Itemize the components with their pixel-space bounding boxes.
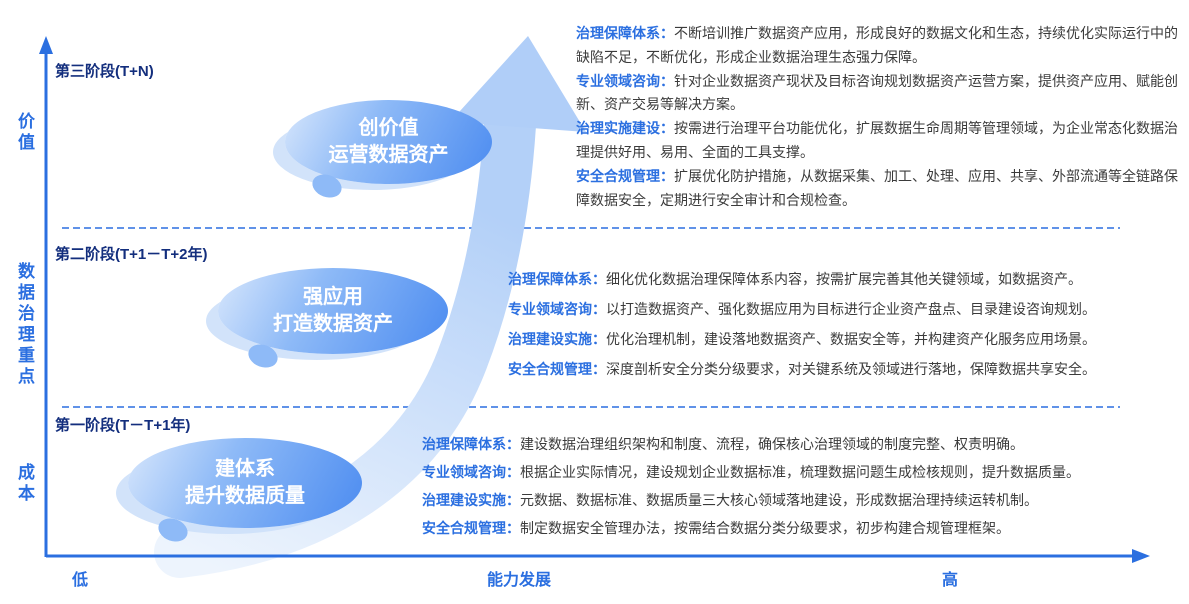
- item-desc: 扩展优化防护措施，从数据采集、加工、处理、应用、共享、外部流通等全链路保障数据安…: [576, 167, 1178, 208]
- x-axis-arrow-icon: [1132, 549, 1150, 563]
- x-axis-label-center: 能力发展: [487, 572, 552, 589]
- item-label: 安全合规管理：: [422, 520, 520, 536]
- stage1-label: 第一阶段(T－T+1年): [55, 417, 191, 434]
- bubble-subtitle: 提升数据质量: [185, 485, 305, 507]
- description-item: 治理实施建设：按需进行治理平台功能优化，扩展数据生命周期等管理领域，为企业常态化…: [576, 117, 1180, 165]
- bubble-subtitle: 打造数据资产: [273, 313, 393, 335]
- bubble-title: 建体系: [215, 458, 275, 480]
- item-desc: 根据企业实际情况，建设规划企业数据标准，梳理数据问题生成检核规则，提升数据质量。: [520, 464, 1080, 480]
- item-label: 治理保障体系：: [576, 25, 674, 41]
- y-axis-arrow-icon: [39, 36, 53, 54]
- description-item: 安全合规管理：扩展优化防护措施，从数据采集、加工、处理、应用、共享、外部流通等全…: [576, 165, 1180, 213]
- item-label: 专业领域咨询：: [576, 72, 674, 89]
- description-item: 安全合规管理：制定数据安全管理办法，按需结合数据分类分级要求，初步构建合规管理框…: [422, 514, 1122, 542]
- description-item: 治理保障体系：建设数据治理组织架构和制度、流程，确保核心治理领域的制度完整、权责…: [422, 430, 1122, 458]
- description-item: 治理建设实施：元数据、数据标准、数据质量三大核心领域落地建设，形成数据治理持续运…: [422, 486, 1122, 514]
- item-label: 专业领域咨询：: [422, 464, 520, 480]
- item-desc: 元数据、数据标准、数据质量三大核心领域落地建设，形成数据治理持续运转机制。: [520, 492, 1038, 508]
- item-label: 治理保障体系：: [508, 271, 606, 287]
- item-label: 专业领域咨询：: [508, 300, 606, 317]
- stage2-label: 第二阶段(T+1－T+2年): [55, 246, 208, 263]
- item-desc: 制定数据安全管理办法，按需结合数据分类分级要求，初步构建合规管理框架。: [520, 520, 1010, 536]
- y-axis-label-governance-focus: 数据治理重点: [15, 262, 34, 388]
- stage1-description-block: 治理保障体系：建设数据治理组织架构和制度、流程，确保核心治理领域的制度完整、权责…: [422, 430, 1122, 542]
- growth-arrow-head-icon: [450, 36, 586, 132]
- stage1-bubble: 建体系 提升数据质量: [128, 438, 362, 546]
- bubble-title: 创价值: [358, 117, 419, 139]
- item-label: 治理建设实施：: [422, 492, 520, 508]
- item-desc: 不断培训推广数据资产应用，形成良好的数据文化和生态，持续优化实际运行中的缺陷不足…: [576, 25, 1178, 65]
- item-desc: 细化优化数据治理保障体系内容，按需扩展完善其他关键领域，如数据资产。: [606, 271, 1082, 287]
- description-item: 治理保障体系：不断培训推广数据资产应用，形成良好的数据文化和生态，持续优化实际运…: [576, 22, 1180, 70]
- description-item: 治理保障体系：细化优化数据治理保障体系内容，按需扩展完善其他关键领域，如数据资产…: [508, 265, 1180, 295]
- item-label: 治理保障体系：: [422, 436, 520, 452]
- item-desc: 针对企业数据资产现状及目标咨询规划数据资产运营方案，提供资产应用、赋能创新、资产…: [576, 72, 1178, 113]
- y-axis-label-value: 价值: [15, 112, 34, 154]
- stage2-bubble: 强应用 打造数据资产: [218, 268, 448, 372]
- item-desc: 以打造数据资产、强化数据应用为目标进行企业资产盘点、目录建设咨询规划。: [606, 300, 1096, 317]
- description-item: 专业领域咨询：根据企业实际情况，建设规划企业数据标准，梳理数据问题生成检核规则，…: [422, 458, 1122, 486]
- stage3-description-block: 治理保障体系：不断培训推广数据资产应用，形成良好的数据文化和生态，持续优化实际运…: [576, 22, 1180, 212]
- item-label: 治理建设实施：: [508, 330, 606, 347]
- item-label: 治理实施建设：: [576, 120, 674, 137]
- description-item: 专业领域咨询：以打造数据资产、强化数据应用为目标进行企业资产盘点、目录建设咨询规…: [508, 295, 1180, 325]
- stage3-bubble: 创价值 运营数据资产: [285, 100, 492, 202]
- x-axis-label-high: 高: [942, 572, 959, 589]
- bubble-subtitle: 运营数据资产: [328, 144, 449, 166]
- stage3-label: 第三阶段(T+N): [55, 63, 154, 80]
- y-axis-label-cost: 成本: [15, 463, 34, 505]
- growth-arrow-shaft: [154, 99, 536, 578]
- description-item: 专业领域咨询：针对企业数据资产现状及目标咨询规划数据资产运营方案，提供资产应用、…: [576, 70, 1180, 118]
- description-item: 安全合规管理：深度剖析安全分类分级要求，对关键系统及领域进行落地，保障数据共享安…: [508, 355, 1180, 385]
- item-desc: 深度剖析安全分类分级要求，对关键系统及领域进行落地，保障数据共享安全。: [606, 360, 1096, 377]
- item-desc: 按需进行治理平台功能优化，扩展数据生命周期等管理领域，为企业常态化数据治理提供好…: [576, 120, 1178, 160]
- item-label: 安全合规管理：: [576, 167, 674, 184]
- x-axis-label-low: 低: [72, 572, 89, 589]
- item-desc: 建设数据治理组织架构和制度、流程，确保核心治理领域的制度完整、权责明确。: [520, 436, 1024, 452]
- item-label: 安全合规管理：: [508, 360, 606, 377]
- description-item: 治理建设实施：优化治理机制，建设落地数据资产、数据安全等，并构建资产化服务应用场…: [508, 325, 1180, 355]
- bubble-title: 强应用: [303, 286, 363, 308]
- item-desc: 优化治理机制，建设落地数据资产、数据安全等，并构建资产化服务应用场景。: [606, 330, 1096, 347]
- stage2-description-block: 治理保障体系：细化优化数据治理保障体系内容，按需扩展完善其他关键领域，如数据资产…: [508, 265, 1180, 385]
